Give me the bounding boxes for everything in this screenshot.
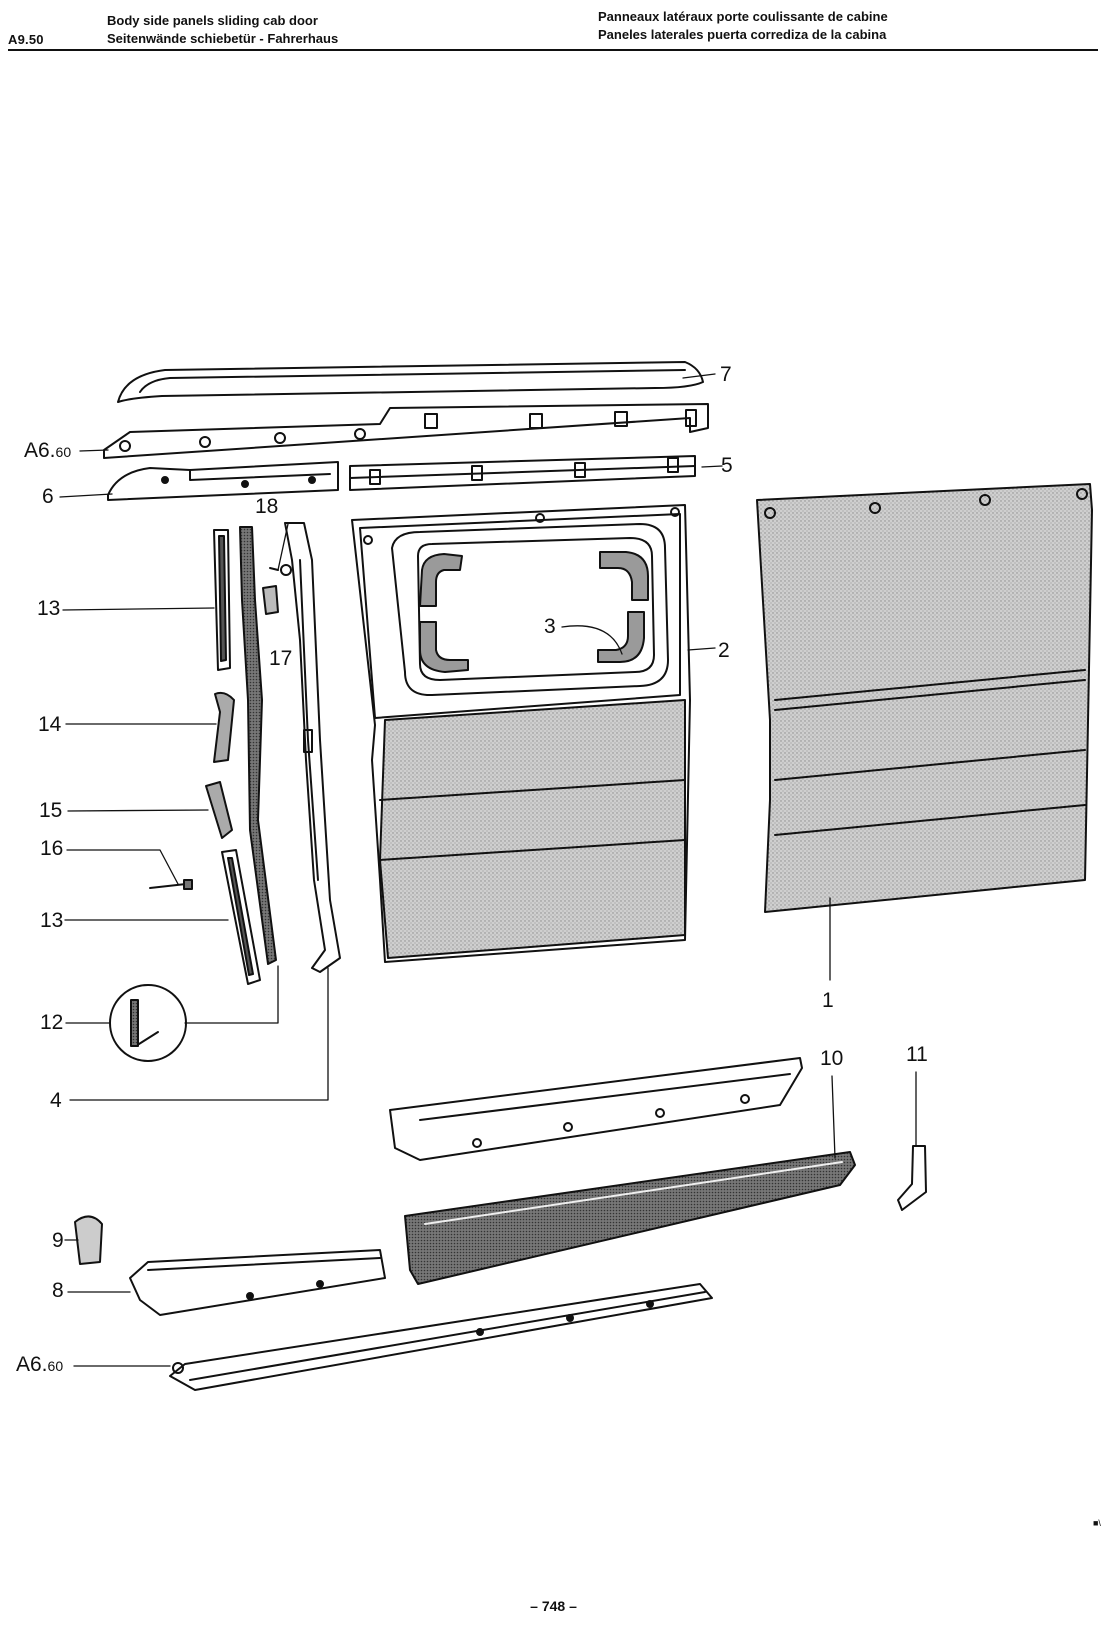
callout-18: 18 bbox=[255, 495, 279, 518]
callout-13-upper: 13 bbox=[37, 597, 61, 620]
title-french: Panneaux latéraux porte coulissante de c… bbox=[598, 9, 888, 24]
title-german: Seitenwände schiebetür - Fahrerhaus bbox=[107, 31, 339, 46]
part-3-window-corners bbox=[419, 551, 649, 673]
callout-11: 11 bbox=[906, 1043, 928, 1066]
upper-roof-rail bbox=[103, 403, 709, 459]
callout-3: 3 bbox=[544, 615, 556, 638]
part-12-detail-circle bbox=[109, 984, 187, 1062]
callout-16: 16 bbox=[40, 837, 64, 860]
page-header: A9.50 Body side panels sliding cab door … bbox=[0, 0, 1107, 52]
part-2-sliding-door bbox=[351, 504, 691, 963]
callout-6: 6 bbox=[42, 485, 54, 508]
callout-12: 12 bbox=[40, 1011, 64, 1034]
callout-1: 1 bbox=[822, 989, 834, 1012]
part-11-bracket bbox=[897, 1145, 927, 1211]
callout-9: 9 bbox=[52, 1229, 64, 1252]
part-18-screw bbox=[269, 564, 292, 576]
part-12-seal-strip bbox=[239, 526, 277, 965]
header-rule bbox=[8, 49, 1098, 51]
callout-ref-a6-60-top: A6.60 bbox=[24, 439, 72, 462]
title-english: Body side panels sliding cab door bbox=[107, 13, 318, 28]
part-6-front-rail bbox=[107, 461, 339, 501]
section-code: A9.50 bbox=[8, 32, 44, 47]
callout-4: 4 bbox=[50, 1089, 62, 1112]
part-8-step-plate bbox=[129, 1249, 386, 1316]
lower-sill-rail bbox=[169, 1283, 713, 1391]
callout-17: 17 bbox=[269, 647, 293, 670]
sill-upper-channel bbox=[389, 1057, 803, 1161]
callout-13-lower: 13 bbox=[40, 909, 64, 932]
corner-mark: ■\ bbox=[1093, 1518, 1101, 1528]
callout-2: 2 bbox=[718, 639, 730, 662]
callout-5: 5 bbox=[721, 454, 733, 477]
part-14-bracket bbox=[213, 691, 235, 763]
part-13-lower-strip bbox=[221, 849, 261, 985]
callout-14: 14 bbox=[38, 713, 62, 736]
part-13-upper-strip bbox=[213, 529, 231, 671]
callout-ref-a6-60-bottom: A6.60 bbox=[16, 1353, 64, 1376]
callout-8: 8 bbox=[52, 1279, 64, 1302]
part-7-roof-trim bbox=[117, 361, 704, 403]
part-10-sill-panel bbox=[404, 1151, 856, 1285]
part-1-side-panel bbox=[756, 483, 1093, 913]
callout-7: 7 bbox=[720, 363, 732, 386]
part-15-bracket bbox=[205, 781, 233, 839]
callout-leaders bbox=[59, 373, 917, 1367]
part-5-rear-rail bbox=[349, 455, 696, 491]
part-16-pin bbox=[149, 879, 193, 890]
part-4-door-pillar bbox=[284, 522, 341, 973]
part-17-block bbox=[262, 585, 279, 615]
callout-10: 10 bbox=[820, 1047, 844, 1070]
page-number: – 748 – bbox=[530, 1598, 577, 1614]
title-spanish: Paneles laterales puerta corrediza de la… bbox=[598, 27, 887, 42]
callout-15: 15 bbox=[39, 799, 63, 822]
part-9-cap bbox=[74, 1215, 103, 1265]
